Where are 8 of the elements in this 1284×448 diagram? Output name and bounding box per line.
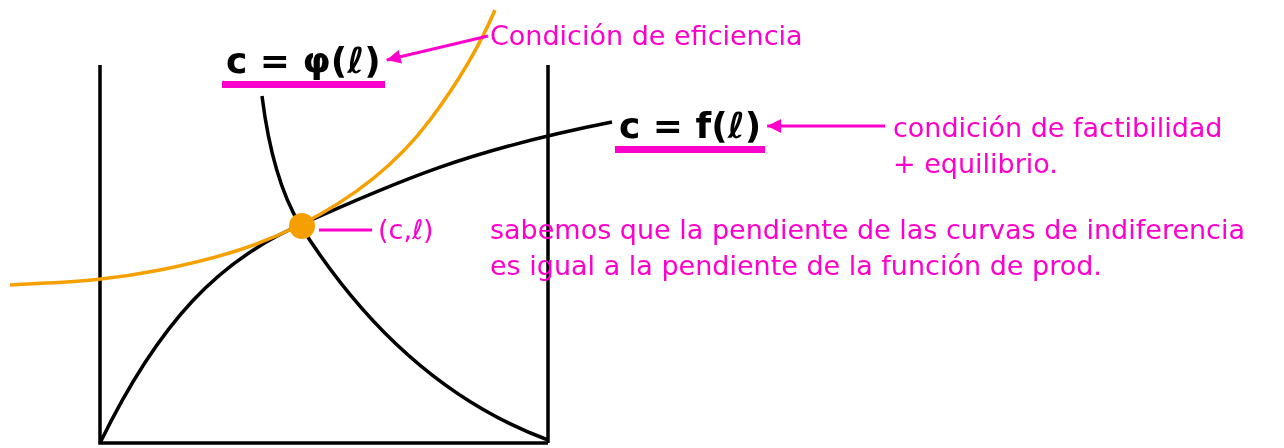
curve-label: c = f(ℓ) (615, 105, 766, 153)
intersection-point (289, 213, 315, 239)
annotation-text: condición de factibilidad + equilibrio. (893, 110, 1233, 182)
arrow (767, 119, 885, 133)
point-label: (c,ℓ) (378, 212, 434, 248)
annotation-text: Condición de eficiencia (490, 18, 910, 54)
arrow (386, 34, 489, 64)
curve-label: c = φ(ℓ) (222, 40, 385, 88)
